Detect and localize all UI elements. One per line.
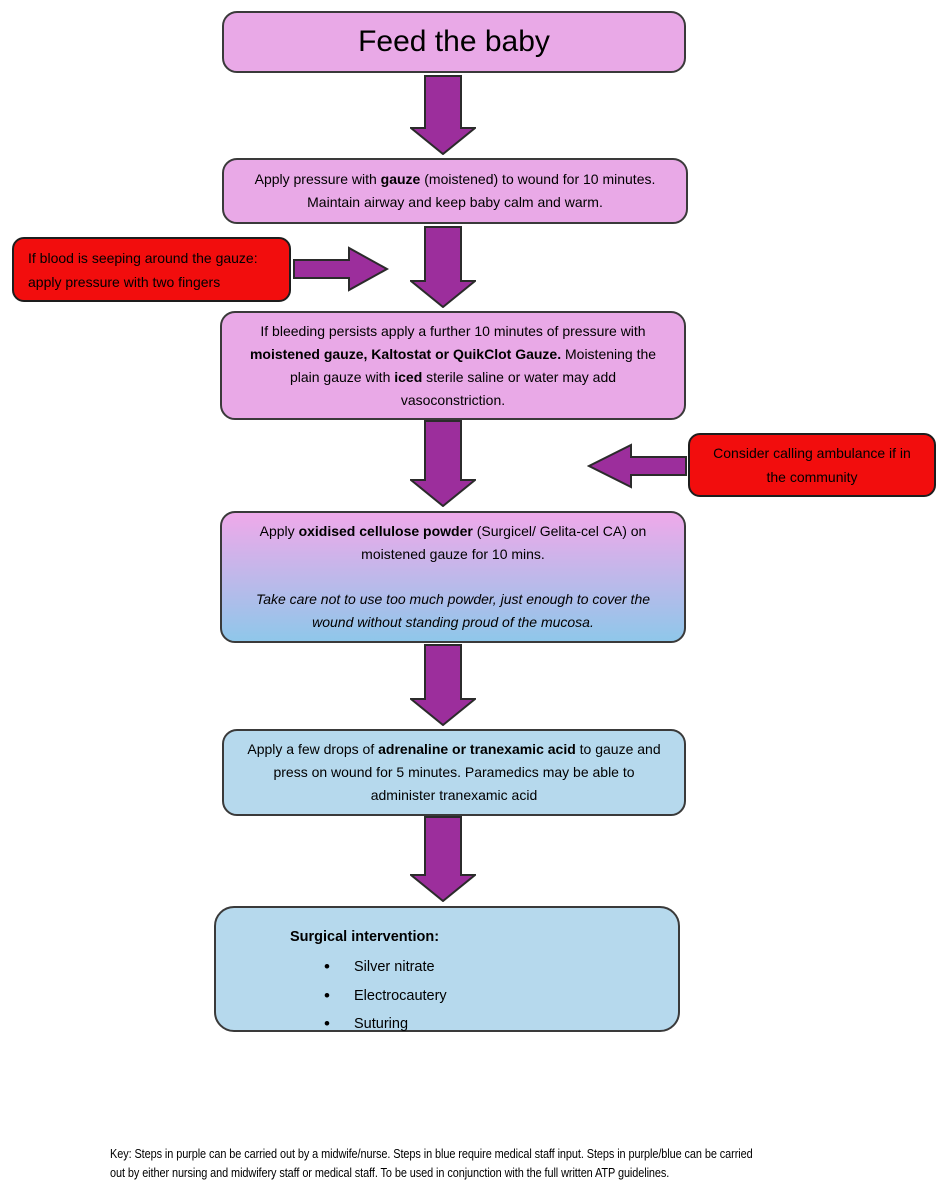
step-oxidised-cellulose: Apply oxidised cellulose powder (Surgice… bbox=[220, 511, 686, 643]
step-feed-the-baby: Feed the baby bbox=[222, 11, 686, 73]
down-arrow-3 bbox=[410, 420, 476, 507]
down-arrow-1 bbox=[410, 75, 476, 155]
note-ambulance-text: Consider calling ambulance if in the com… bbox=[713, 445, 911, 485]
step-gauze-pressure-text: Apply pressure with gauze (moistened) to… bbox=[254, 171, 656, 210]
key-text: Key: Steps in purple can be carried out … bbox=[110, 1144, 753, 1182]
surgical-item-suturing: Suturing bbox=[290, 1010, 660, 1039]
key-line-1: Key: Steps in purple can be carried out … bbox=[110, 1146, 753, 1161]
note-blood-seeping: If blood is seeping around the gauze: ap… bbox=[12, 237, 291, 302]
note-blood-seeping-text: If blood is seeping around the gauze: ap… bbox=[28, 249, 258, 290]
down-arrow-5 bbox=[410, 816, 476, 902]
step-bleeding-persists: If bleeding persists apply a further 10 … bbox=[220, 311, 686, 420]
step-gauze-pressure: Apply pressure with gauze (moistened) to… bbox=[222, 158, 688, 224]
down-arrow-2 bbox=[410, 226, 476, 308]
step-adrenaline-tranexamic: Apply a few drops of adrenaline or trane… bbox=[222, 729, 686, 816]
step-oxidised-cellulose-caution: Take care not to use too much powder, ju… bbox=[255, 591, 651, 630]
surgical-item-silver-nitrate: Silver nitrate bbox=[290, 953, 660, 982]
step-adrenaline-tranexamic-text: Apply a few drops of adrenaline or trane… bbox=[247, 741, 661, 803]
note-ambulance: Consider calling ambulance if in the com… bbox=[688, 433, 936, 497]
surgical-list: Silver nitrate Electrocautery Suturing bbox=[290, 953, 660, 1039]
step-bleeding-persists-text: If bleeding persists apply a further 10 … bbox=[249, 322, 657, 408]
right-arrow bbox=[293, 246, 389, 292]
surgical-heading: Surgical intervention: bbox=[290, 929, 440, 945]
left-arrow bbox=[587, 443, 687, 489]
down-arrow-4 bbox=[410, 644, 476, 726]
key-line-2: out by either nursing and midwifery staf… bbox=[110, 1165, 670, 1180]
surgical-item-electrocautery: Electrocautery bbox=[290, 982, 660, 1011]
step-oxidised-cellulose-text: Apply oxidised cellulose powder (Surgice… bbox=[259, 523, 647, 562]
step-surgical-intervention: Surgical intervention: Silver nitrate El… bbox=[214, 906, 680, 1038]
flowchart-title: Feed the baby bbox=[358, 25, 550, 58]
